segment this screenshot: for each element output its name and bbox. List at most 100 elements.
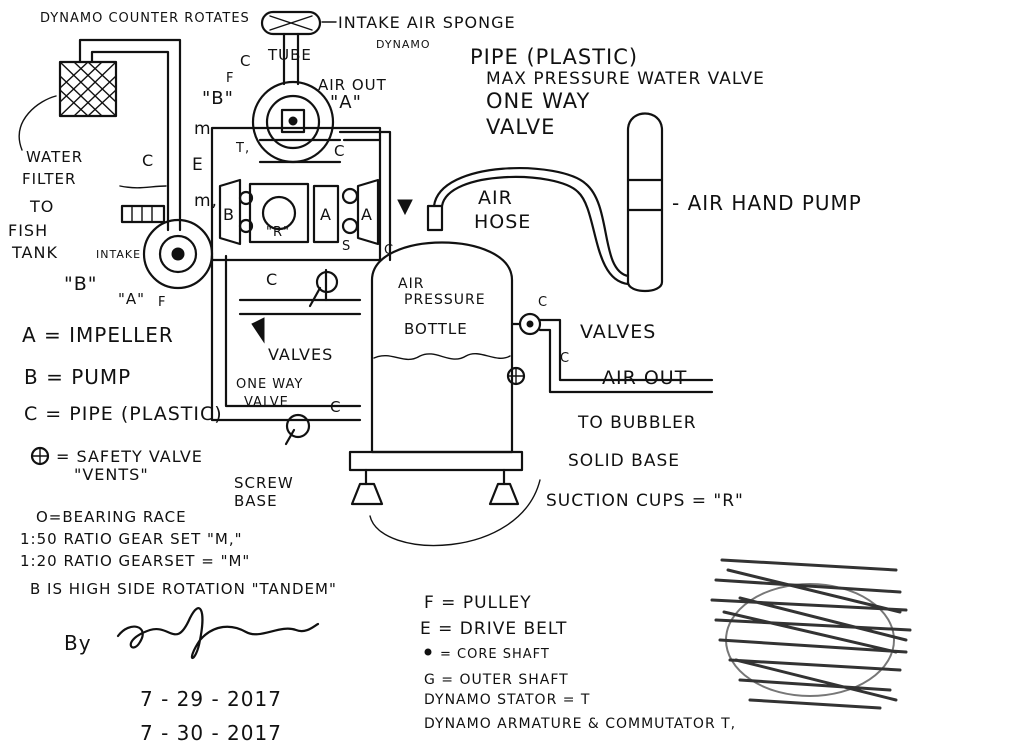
m-part-label: m [194,119,212,139]
solid-base-label: SOLID BASE [568,451,680,471]
top-dynamo-core [280,108,306,134]
suction-cup [350,482,384,506]
a-part-label: A [320,205,332,224]
air-pressure-label: PRESSURE [404,292,486,308]
hose-connector [426,204,444,232]
c-part-label: C [384,243,394,258]
pipe-plastic-label: PIPE (PLASTIC) [470,45,638,69]
legend2-stator: DYNAMO STATOR = T [424,692,591,708]
left-pump-b-housing [142,218,214,290]
one-way-valve-label: VALVE [244,395,289,410]
bearing-race [238,190,254,206]
air-hose [432,167,630,278]
air-out-pipe [538,328,714,394]
water-filter-label: FILTER [22,170,76,188]
r-bearing-race [261,195,297,231]
one-way-label: ONE WAY [486,89,590,113]
c-part-label: C [538,295,548,310]
intake-label: INTAKE [96,248,141,261]
bearing-race [341,187,359,205]
intake-air-sponge [260,10,322,36]
valve-handle [308,286,322,308]
core-shaft-dot [424,648,432,656]
bottom-valve-handle [284,428,296,446]
bottle-label: BOTTLE [404,320,468,338]
legend-bearing: O=BEARING RACE [36,508,187,526]
water-filter-label: WATER [26,148,83,166]
impeller-a1 [312,184,340,244]
c-part-label: C [560,351,570,366]
valves-mid-label: VALVES [268,345,333,364]
legend2-pulley: F = PULLEY [424,593,532,613]
a-left-label: "A" [118,290,145,308]
air-out-pipe [538,318,714,382]
suction-cups-label: SUCTION CUPS = "R" [546,491,744,511]
left-core-shaft [171,247,185,261]
s-part-label: S [342,239,351,254]
legend2-drive-belt: E = DRIVE BELT [420,619,567,639]
f-part-label: F [226,71,234,86]
a-top-label: "A" [330,92,362,113]
max-pressure-label: MAX PRESSURE WATER VALVE [486,69,765,89]
r-bearing-block [248,182,310,244]
top-impeller [265,94,321,150]
air-hose-label: HOSE [474,211,531,233]
to-bubbler-label: TO BUBBLER [577,413,697,433]
c-part-label: C [334,142,345,160]
air-hose [440,175,630,286]
to-fish-tank-label: TO [29,197,54,216]
to-fish-tank-label: TANK [11,243,58,262]
impeller-a2 [356,178,380,246]
legend2-core-shaft: = CORE SHAFT [440,647,550,662]
b-left-label: "B" [64,273,98,295]
one-way-valve-marker [397,199,413,216]
m1-part-label: m, [194,191,218,211]
air-out-right-label: AIR OUT [602,367,687,389]
handwritten-signature [116,607,320,659]
air-pressure-label: AIR [398,276,424,292]
suction-cup [488,482,520,506]
pump-housing-frame [210,126,382,262]
leader-line [369,479,541,547]
left-pump-b [218,178,242,246]
t1-part-label: T, [235,141,250,156]
pipe-bottom [210,254,362,422]
air-hand-pump-handle [626,112,664,212]
left-impeller-a [158,234,198,274]
b-top-label: "B" [202,88,234,109]
legend-b: B = PUMP [24,365,131,389]
dynamo-label: DYNAMO [376,38,431,51]
valve-label: VALVE [486,115,555,139]
one-way-valve-arrow [251,317,265,344]
solid-base [348,450,524,472]
leader-line [18,95,57,151]
a-part-label: A [361,205,373,224]
water-line [373,353,511,361]
legend-gear-50: 1:50 RATIO GEAR SET "M," [20,530,243,548]
air-out-top-label: AIR OUT [318,76,387,94]
f-part-label: F [158,295,166,310]
stamp-scribble [710,558,912,710]
legend-high-side: B IS HIGH SIDE ROTATION "TANDEM" [30,580,337,598]
screw-base-label: SCREW [234,474,294,492]
legend-vents: "VENTS" [74,465,149,484]
right-valve-center [526,320,534,328]
sponge-hatch [269,15,313,31]
pipe-to-filter [90,50,170,232]
one-way-valve-label: ONE WAY [236,377,303,392]
dynamo-counter-label: DYNAMO COUNTER ROTATES [40,11,250,26]
intake-grill [120,204,166,224]
signature-date-1: 7 - 29 - 2017 [140,687,282,711]
pipe-bottom [224,254,362,408]
c-part-label: C [330,398,341,416]
tube-label: TUBE [267,46,312,64]
core-shaft-dot [288,116,298,126]
water-wave [119,185,167,189]
screw-base-label: BASE [234,492,278,510]
legend-a: A = IMPELLER [22,323,174,347]
signature-date-2: 7 - 30 - 2017 [140,721,282,744]
air-hand-pump-barrel [626,208,664,293]
intake-air-sponge-label: INTAKE AIR SPONGE [338,13,516,32]
